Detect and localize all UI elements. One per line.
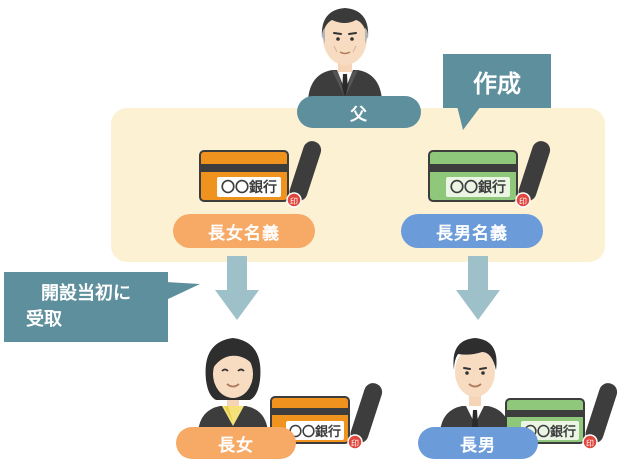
svg-text:印: 印 [351,439,359,448]
svg-text:印: 印 [290,197,298,206]
daughter-bank-name: 〇〇銀行 [217,177,281,197]
father-avatar [308,8,382,100]
son-bank-card: 〇〇銀行 [428,150,518,202]
daughter-account-label: 長女名義 [173,214,315,248]
receive-callout-line2: 受取 [26,309,62,330]
son-seal-icon: 印 [515,141,551,208]
svg-text:印: 印 [519,197,527,206]
son-label: 長男 [418,427,538,459]
father-label: 父 [297,96,421,128]
arrow-to-son [456,256,500,320]
create-callout-tail [457,106,481,130]
daughter-seal-icon: 印 [286,141,322,208]
son-account-label: 長男名義 [401,214,543,248]
create-callout: 作成 [443,54,551,108]
arrow-to-daughter [215,256,259,320]
daughter-avatar [198,338,268,432]
receive-callout-tail [166,282,200,300]
daughter-bank-card: 〇〇銀行 [199,150,289,202]
son-received-seal-icon: 印 [582,383,618,450]
son-bank-name: 〇〇銀行 [446,177,510,197]
svg-text:印: 印 [586,439,594,448]
daughter-received-bank-name: 〇〇銀行 [285,421,344,440]
daughter-label: 長女 [176,427,296,459]
receive-callout: 開設当初に 受取 [4,272,168,342]
receive-callout-line1: 開設当初に [41,283,131,304]
son-avatar [440,338,510,432]
daughter-received-seal-icon: 印 [347,383,383,450]
daughter-received-card: 〇〇銀行 [270,396,350,444]
